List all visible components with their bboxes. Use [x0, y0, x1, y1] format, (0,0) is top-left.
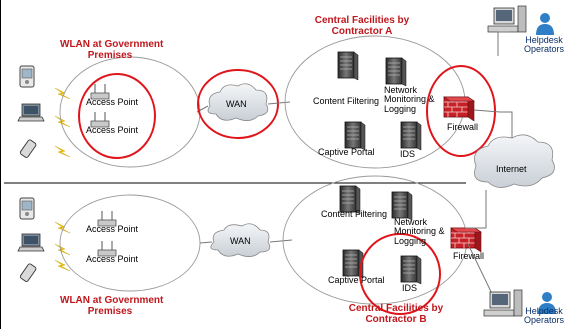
facilities-title-line: Contractor A [331, 25, 393, 37]
highlight-ring [78, 73, 156, 159]
network-monitoring-line: Logging [384, 103, 417, 114]
server-icon [400, 255, 422, 285]
facilities-title-line: Central Facilities by [314, 15, 410, 26]
helpdesk-operator-icon [536, 13, 554, 35]
access-point-label: Access Point [86, 125, 139, 135]
top-section [17, 5, 554, 169]
content-filtering-label: Content Filtering [313, 96, 380, 106]
pda-device-icon [19, 197, 35, 220]
laptop-icon [17, 103, 45, 122]
network-monitoring-line: Monitoring & [384, 94, 435, 105]
facilities-title: Central Facilities by Contractor B [346, 303, 446, 325]
captive-portal-label: Captive Portal [328, 275, 385, 285]
wlan-zone-ellipse [59, 194, 201, 292]
laptop-icon [17, 233, 45, 252]
captive-portal-label: Captive Portal [318, 147, 375, 157]
network-monitoring-label: Network Monitoring & Logging [394, 217, 445, 246]
server-icon [344, 121, 366, 151]
access-point-label: Access Point [86, 224, 139, 234]
firewall-icon [443, 96, 475, 122]
connector-line [199, 241, 213, 244]
wlan-title: WLAN at Government Premises [60, 295, 164, 317]
server-icon [400, 121, 422, 151]
network-monitoring-line: Network [394, 217, 428, 227]
internet-cloud [474, 134, 555, 188]
connector-line [465, 190, 487, 229]
wlan-title-line: WLAN at Government [60, 39, 164, 50]
lightning-icon [54, 115, 71, 128]
helpdesk-label-line: Operators [523, 44, 565, 55]
content-filtering-label: Content Filtering [321, 209, 388, 219]
internet-label: Internet [496, 164, 527, 174]
connector-line [473, 109, 501, 113]
connector-line [269, 239, 293, 243]
workstation-icon [487, 5, 527, 33]
network-monitoring-line: Logging [394, 235, 427, 246]
helpdesk-label-line: Helpdesk [525, 306, 563, 316]
server-icon [337, 51, 359, 81]
firewall-label: Firewall [447, 122, 479, 132]
ids-label: IDS [402, 283, 418, 293]
network-monitoring-line: Network [384, 85, 418, 95]
wlan-title-line: Premises [87, 305, 133, 317]
helpdesk-label: Helpdesk Operators [522, 306, 566, 326]
connector-line [497, 31, 510, 56]
highlight-ring [359, 233, 441, 315]
lightning-icon [54, 243, 71, 256]
connector-line [267, 101, 291, 105]
highlight-ring [197, 69, 279, 139]
server-icon [391, 191, 413, 221]
wlan-title-line: Premises [87, 49, 133, 61]
facilities-title: Central Facilities by Contractor A [312, 15, 412, 37]
access-point-label: Access Point [86, 254, 139, 264]
firewall-label: Firewall [453, 251, 485, 261]
wlan-title: WLAN at Government Premises [60, 39, 164, 61]
helpdesk-label: Helpdesk Operators [522, 35, 566, 55]
pda-device-icon [19, 65, 35, 88]
firewall-icon [450, 227, 482, 253]
access-point-label: Access Point [86, 97, 139, 107]
facilities-title-line: Contractor B [365, 313, 427, 325]
connector-line [467, 243, 496, 301]
mobile-phone-icon [19, 262, 38, 283]
wan-label: WAN [230, 236, 251, 246]
ids-label: IDS [400, 149, 416, 159]
network-monitoring-label: Network Monitoring & Logging [384, 85, 435, 114]
workstation-icon [483, 289, 523, 317]
lightning-icon [54, 221, 71, 234]
wlan-title-line: WLAN at Government [60, 295, 164, 306]
wan-cloud [210, 223, 271, 257]
connector-line [500, 111, 513, 145]
network-monitoring-line: Monitoring & [394, 226, 445, 237]
wlan-zone-ellipse [59, 56, 201, 168]
wan-cloud [207, 83, 269, 121]
mobile-phone-icon [19, 138, 38, 159]
lightning-icon [54, 145, 71, 158]
server-icon [385, 57, 407, 87]
bottom-section [17, 175, 556, 317]
helpdesk-label-line: Operators [523, 315, 565, 326]
wan-label: WAN [226, 99, 247, 109]
facilities-title-line: Central Facilities by [348, 303, 444, 314]
helpdesk-label-line: Helpdesk [525, 35, 563, 45]
highlight-ring [426, 65, 496, 157]
